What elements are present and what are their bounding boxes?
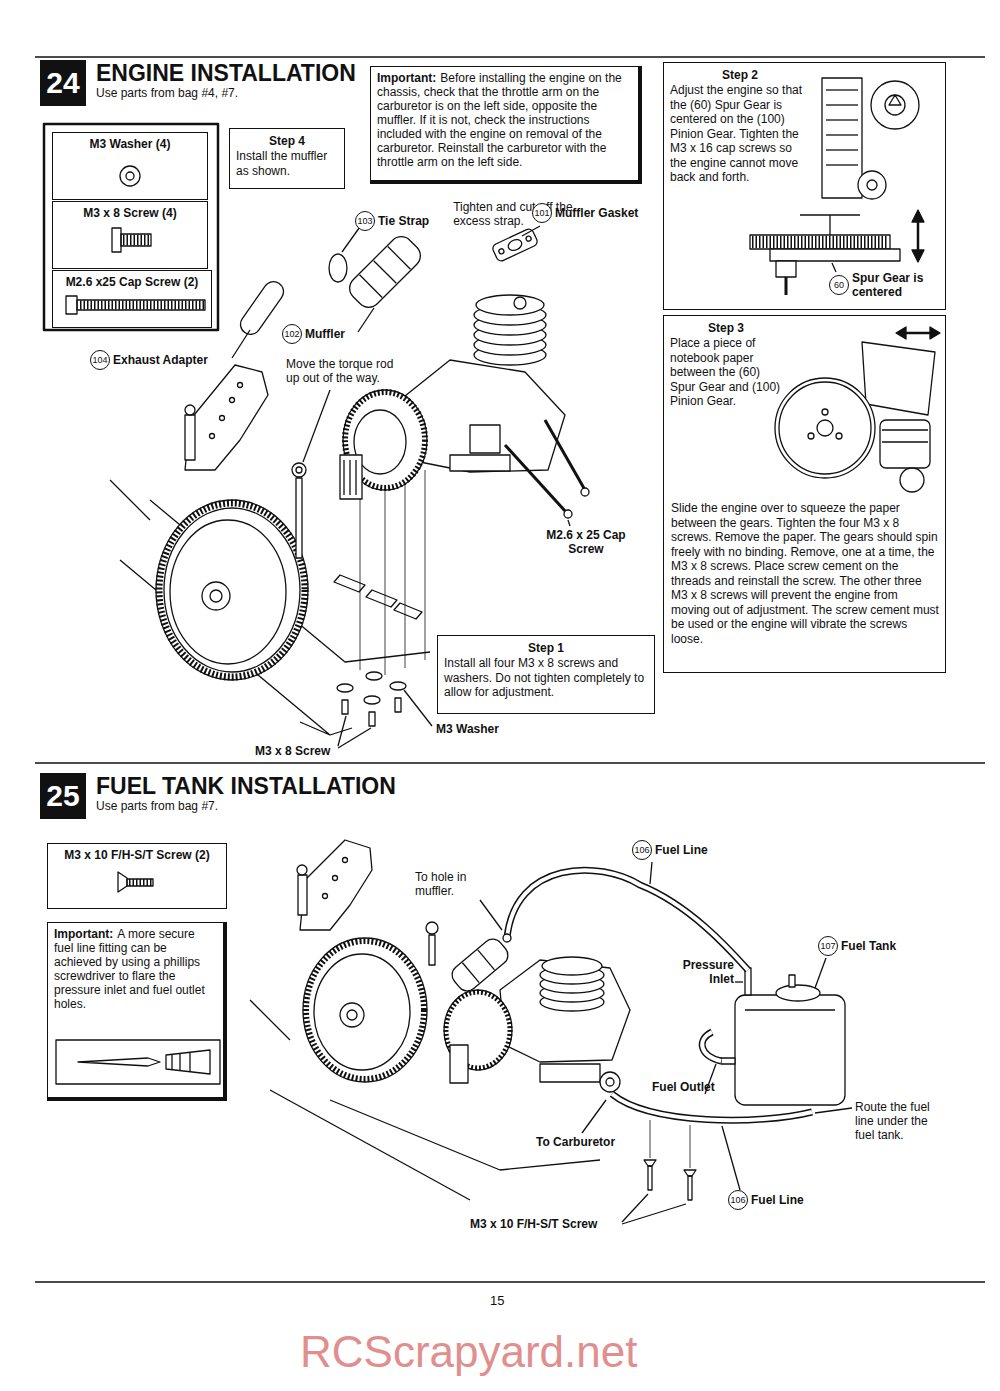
callout-number: 103 bbox=[355, 211, 375, 231]
callout-name: Tie Strap bbox=[378, 214, 429, 228]
step-title: Step 4 bbox=[236, 133, 338, 149]
callout-name: Spur Gear is centered bbox=[852, 271, 932, 299]
part-label: M2.6 x 25 Cap Screw bbox=[546, 528, 626, 556]
callout-number: 106 bbox=[632, 840, 652, 860]
part-name: M2.6 x25 Cap Screw (2) bbox=[59, 275, 205, 290]
part-label: M3 x 8 Screw bbox=[255, 744, 330, 758]
part-name: M3 x 10 F/H-S/T Screw (2) bbox=[54, 848, 220, 863]
part-callout: 102Muffler bbox=[282, 324, 345, 344]
part-label: Fuel Outlet bbox=[652, 1080, 715, 1094]
parts-box: M2.6 x25 Cap Screw (2) bbox=[52, 270, 212, 328]
part-name: M3 Washer (4) bbox=[59, 137, 201, 152]
step-title: Step 3 bbox=[670, 320, 782, 336]
callout-number: 60 bbox=[829, 275, 849, 295]
section-subtitle: Use parts from bag #7. bbox=[96, 799, 400, 813]
callout-name: Fuel Tank bbox=[841, 939, 896, 953]
important-label: Important: bbox=[54, 927, 113, 941]
part-label: M3 Washer bbox=[436, 722, 499, 736]
callout-name: Fuel Line bbox=[655, 843, 708, 857]
section-subtitle: Use parts from bag #4, #7. bbox=[96, 86, 400, 100]
section-header: 25 FUEL TANK INSTALLATIONUse parts from b… bbox=[40, 773, 400, 823]
callout-number: 104 bbox=[90, 350, 110, 370]
step-text: Install the muffler as shown. bbox=[236, 149, 338, 178]
step-text: Place a piece of notebook paper between … bbox=[670, 336, 782, 409]
step-title: Step 1 bbox=[444, 640, 648, 656]
callout-name: Exhaust Adapter bbox=[113, 353, 208, 367]
section-number: 24 bbox=[40, 60, 86, 106]
part-label: To Carburetor bbox=[536, 1135, 615, 1149]
part-callout: 104Exhaust Adapter bbox=[90, 350, 208, 370]
part-label: M3 x 10 F/H-S/T Screw bbox=[470, 1217, 597, 1231]
parts-box: M3 x 10 F/H-S/T Screw (2) bbox=[47, 843, 227, 909]
page-number: 15 bbox=[490, 1292, 504, 1309]
callout-number: 106 bbox=[728, 1190, 748, 1210]
callout-number: 101 bbox=[532, 203, 552, 223]
part-label: Pressure Inlet bbox=[680, 958, 734, 986]
part-callout: 106Fuel Line bbox=[632, 840, 708, 860]
step-box: Step 2Adjust the engine so that the (60)… bbox=[663, 62, 946, 310]
part-callout: 106Fuel Line bbox=[728, 1190, 804, 1210]
note: To hole in muffler. bbox=[415, 870, 495, 898]
note-box: Important:A more secure fuel line fittin… bbox=[47, 922, 227, 1101]
note: Route the fuel line under the fuel tank. bbox=[855, 1100, 947, 1142]
note-box: Important:Before installing the engine o… bbox=[370, 66, 642, 184]
note: Move the torque rod up out of the way. bbox=[286, 357, 398, 385]
section-header: 24 ENGINE INSTALLATIONUse parts from bag … bbox=[40, 60, 400, 110]
step-title: Step 2 bbox=[670, 67, 810, 83]
part-name: M3 x 8 Screw (4) bbox=[59, 206, 201, 221]
part-callout: 107Fuel Tank bbox=[818, 936, 896, 956]
step-text: Install all four M3 x 8 screws and washe… bbox=[444, 656, 648, 700]
callout-number: 102 bbox=[282, 324, 302, 344]
callout-name: Muffler bbox=[305, 327, 345, 341]
part-callout: 101Muffler Gasket bbox=[532, 203, 638, 223]
callout-number: 107 bbox=[818, 936, 838, 956]
part-callout: 60Spur Gear is centered bbox=[829, 271, 932, 299]
section-number: 25 bbox=[40, 773, 86, 819]
important-text: Before installing the engine on the chas… bbox=[377, 71, 622, 169]
callout-name: Muffler Gasket bbox=[555, 206, 638, 220]
step-box: Step 3Place a piece of notebook paper be… bbox=[663, 315, 946, 673]
step-text: Slide the engine over to squeeze the pap… bbox=[671, 501, 939, 646]
parts-box: M3 Washer (4) bbox=[52, 132, 208, 200]
step-box: Step 1Install all four M3 x 8 screws and… bbox=[437, 635, 655, 714]
section-heading: ENGINE INSTALLATION bbox=[96, 60, 400, 86]
section-heading: FUEL TANK INSTALLATION bbox=[96, 773, 400, 799]
watermark: RCScrapyard.net bbox=[300, 1328, 637, 1376]
parts-box: M3 x 8 Screw (4) bbox=[52, 201, 208, 269]
step-text: Adjust the engine so that the (60) Spur … bbox=[670, 83, 810, 185]
important-label: Important: bbox=[377, 71, 436, 85]
step-box: Step 4Install the muffler as shown. bbox=[229, 128, 345, 189]
callout-name: Fuel Line bbox=[751, 1193, 804, 1207]
